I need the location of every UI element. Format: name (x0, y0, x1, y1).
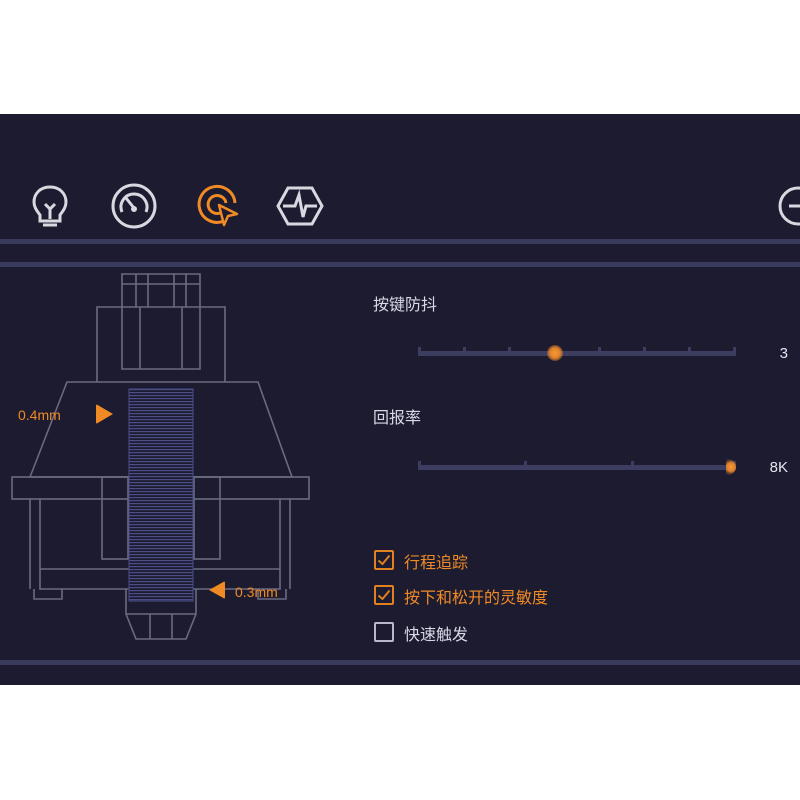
switch-cross-section-icon (11, 273, 310, 640)
slider-tick (598, 347, 601, 356)
settings-panel: 0.4mm 0.3mm 按键防抖 3 回报率 8K 行程追踪 (0, 114, 800, 685)
slider-tick (418, 461, 421, 470)
travel-tracking-checkbox[interactable] (374, 550, 394, 570)
speedometer-icon[interactable] (109, 181, 159, 231)
debounce-label: 按键防抖 (373, 297, 438, 314)
slider-tick (418, 347, 421, 356)
bottom-divider (0, 660, 800, 665)
travel-tracking-label: 行程追踪 (404, 555, 469, 572)
checkmark-icon (377, 589, 391, 601)
rapid-trigger-checkbox[interactable] (374, 622, 394, 642)
report-rate-slider[interactable] (418, 459, 736, 475)
slider-tick (463, 347, 466, 356)
click-target-icon[interactable] (192, 181, 242, 231)
report-rate-label: 回报率 (373, 410, 422, 427)
press-release-sensitivity-label: 按下和松开的灵敏度 (404, 590, 549, 607)
report-rate-track (418, 465, 736, 470)
bottom-actuation-label: 0.3mm (235, 584, 278, 600)
switch-emblem-icon[interactable] (275, 181, 325, 231)
lightbulb-icon[interactable] (25, 181, 75, 231)
debounce-thumb[interactable] (546, 345, 563, 361)
slider-tick (643, 347, 646, 356)
top-actuation-marker[interactable] (96, 404, 113, 424)
toolbar (0, 114, 800, 238)
checkmark-icon (377, 554, 391, 566)
debounce-slider[interactable] (418, 345, 736, 361)
switch-diagram (0, 269, 320, 669)
slider-tick (524, 461, 527, 470)
report-rate-thumb[interactable] (726, 459, 736, 475)
toolbar-divider (0, 239, 800, 244)
slider-tick (688, 347, 691, 356)
report-rate-value: 8K (769, 459, 788, 476)
press-release-sensitivity-checkbox[interactable] (374, 585, 394, 605)
slider-tick (631, 461, 634, 470)
debounce-value: 3 (779, 345, 788, 362)
content-divider (0, 262, 800, 267)
debounce-track (418, 351, 736, 356)
minus-circle-icon[interactable] (776, 181, 800, 231)
rapid-trigger-label: 快速触发 (404, 627, 469, 644)
slider-tick (733, 347, 736, 356)
top-actuation-label: 0.4mm (18, 407, 61, 423)
bottom-actuation-marker[interactable] (209, 581, 225, 599)
slider-tick (508, 347, 511, 356)
